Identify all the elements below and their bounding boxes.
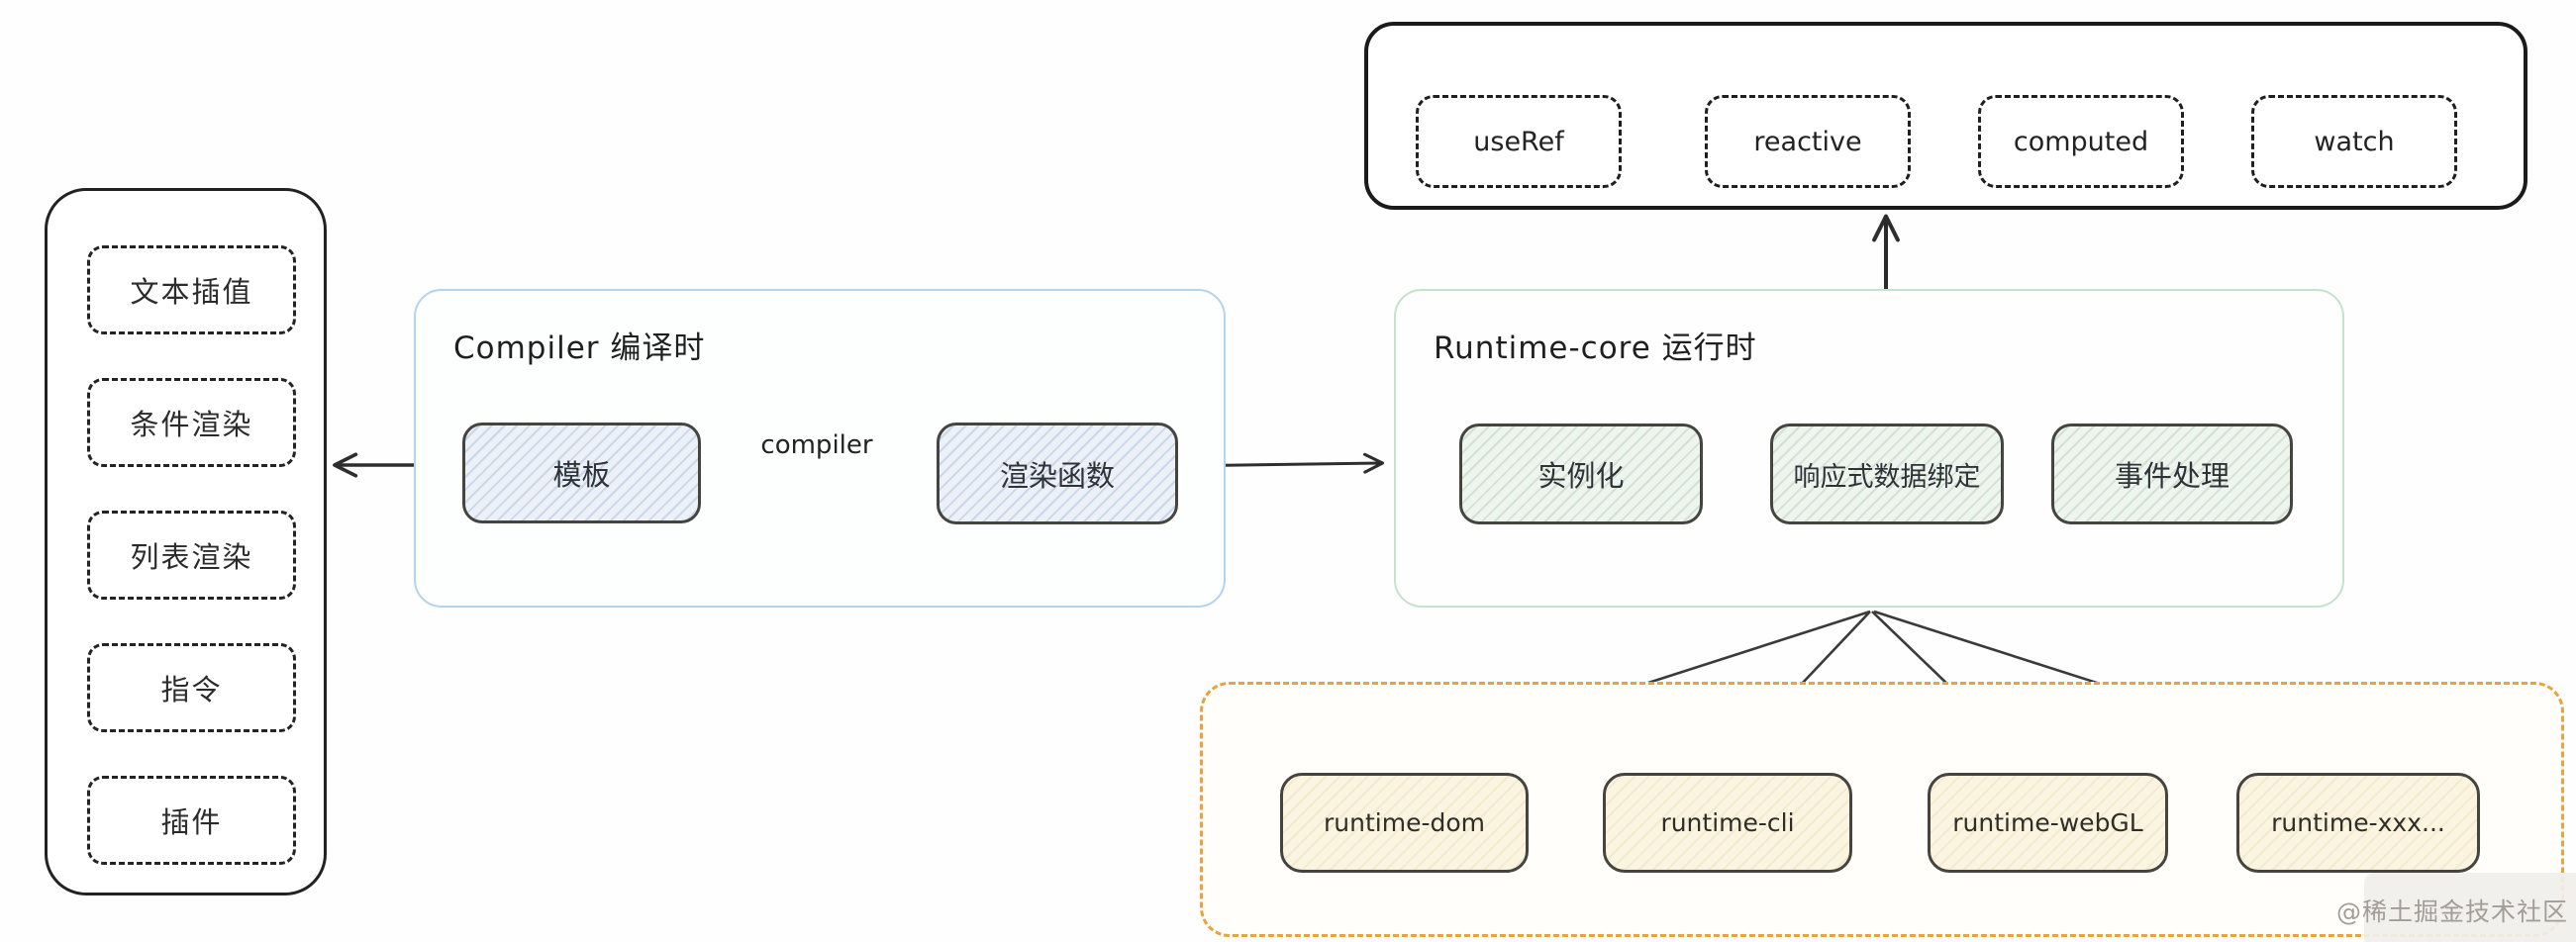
api-computed: computed (1978, 95, 2184, 188)
node-template: 模板 (462, 423, 701, 523)
composition-api-panel: useRef reactive computed watch (1364, 22, 2527, 210)
node-instantiate: 实例化 (1459, 424, 1703, 524)
target-runtime-webgl: runtime-webGL (1928, 773, 2168, 873)
runtime-targets-panel: runtime-dom runtime-cli runtime-webGL ru… (1200, 682, 2564, 937)
feature-plugins: 插件 (87, 776, 296, 865)
runtime-section-title: Runtime-core 运行时 (1434, 330, 1757, 366)
target-runtime-dom: runtime-dom (1280, 773, 1529, 873)
compiler-section-title: Compiler 编译时 (453, 330, 706, 366)
feature-text-interpolation: 文本插值 (87, 245, 296, 334)
features-panel: 文本插值 条件渲染 列表渲染 指令 插件 (45, 188, 327, 895)
compiler-section: Compiler 编译时 模板 渲染函数 (414, 289, 1226, 608)
node-event-handling: 事件处理 (2051, 424, 2293, 524)
feature-conditional-rendering: 条件渲染 (87, 378, 296, 467)
compiler-arrow-label: compiler (760, 430, 873, 460)
watermark: @稀土掘金技术社区 (2336, 873, 2576, 942)
watermark-text: @稀土掘金技术社区 (2335, 897, 2568, 926)
api-useref: useRef (1416, 95, 1622, 188)
feature-directives: 指令 (87, 643, 296, 732)
target-runtime-xxx: runtime-xxx... (2236, 773, 2480, 873)
node-reactive-data-binding: 响应式数据绑定 (1770, 424, 2004, 524)
node-render-function: 渲染函数 (937, 423, 1178, 524)
api-watch: watch (2251, 95, 2457, 188)
runtime-core-section: Runtime-core 运行时 实例化 响应式数据绑定 事件处理 (1394, 289, 2344, 608)
feature-list-rendering: 列表渲染 (87, 511, 296, 600)
target-runtime-cli: runtime-cli (1603, 773, 1852, 873)
api-reactive: reactive (1705, 95, 1911, 188)
